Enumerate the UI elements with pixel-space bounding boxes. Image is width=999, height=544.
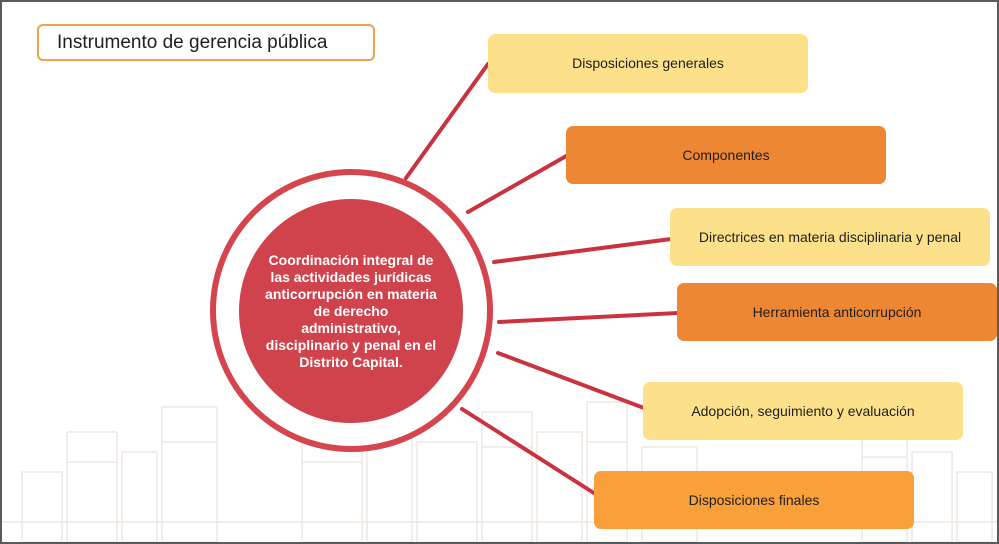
node-directrices[interactable]: Directrices en materia disciplinaria y p… xyxy=(670,208,990,266)
node-label: Directrices en materia disciplinaria y p… xyxy=(698,228,962,245)
diagram-title-text: Instrumento de gerencia pública xyxy=(57,31,328,53)
connector-6 xyxy=(460,407,599,497)
node-componentes[interactable]: Componentes xyxy=(566,126,886,184)
center-circle-text: Coordinación integral de las actividades… xyxy=(265,251,437,370)
node-adopcion-seguimiento[interactable]: Adopción, seguimiento y evaluación xyxy=(643,382,963,440)
connector-4 xyxy=(497,311,680,324)
node-herramienta-anticorrupcion[interactable]: Herramienta anticorrupción xyxy=(677,283,997,341)
node-label: Disposiciones generales xyxy=(572,55,724,71)
node-disposiciones-finales[interactable]: Disposiciones finales xyxy=(594,471,914,529)
node-label: Herramienta anticorrupción xyxy=(752,303,922,320)
diagram-title: Instrumento de gerencia pública xyxy=(37,24,375,61)
connector-2 xyxy=(466,153,570,214)
node-label: Componentes xyxy=(682,146,770,163)
connector-1 xyxy=(404,62,490,180)
node-label: Disposiciones finales xyxy=(688,491,820,508)
connector-5 xyxy=(496,351,646,410)
node-label: Adopción, seguimiento y evaluación xyxy=(691,402,915,419)
node-disposiciones-generales[interactable]: Disposiciones generales xyxy=(488,34,808,93)
center-circle: Coordinación integral de las actividades… xyxy=(239,199,463,423)
connector-3 xyxy=(492,237,673,264)
